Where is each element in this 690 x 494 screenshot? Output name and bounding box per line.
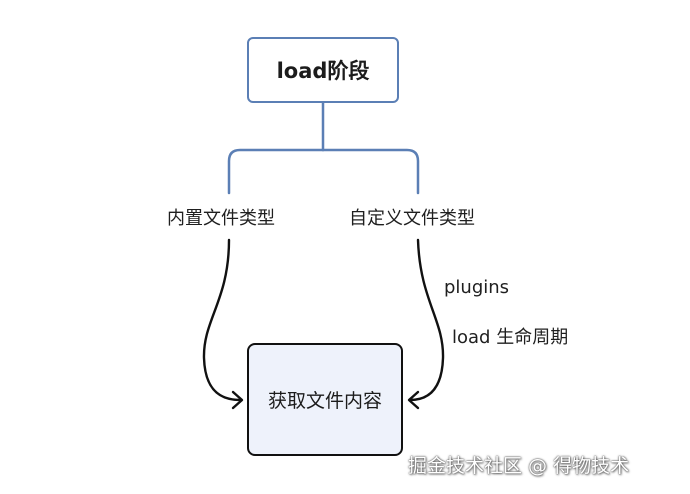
target-node-label: 获取文件内容 <box>267 390 382 412</box>
branch-left-connector <box>227 148 325 195</box>
root-node: load阶段 <box>247 37 399 103</box>
branch-right-connector <box>321 148 420 195</box>
arrow-left-curve <box>202 238 242 402</box>
root-node-label: load阶段 <box>276 59 370 83</box>
plugins-note: plugins <box>444 277 510 298</box>
watermark: 掘金技术社区 @ 得物技术 <box>408 455 630 477</box>
branch-left-label: 内置文件类型 <box>167 208 275 229</box>
arrow-right-head <box>407 390 420 410</box>
lifecycle-note: load 生命周期 <box>452 327 569 348</box>
target-node: 获取文件内容 <box>247 343 403 456</box>
arrow-right-curve <box>408 238 445 402</box>
arrow-left-head <box>231 390 244 410</box>
branch-right-label: 自定义文件类型 <box>349 208 475 229</box>
